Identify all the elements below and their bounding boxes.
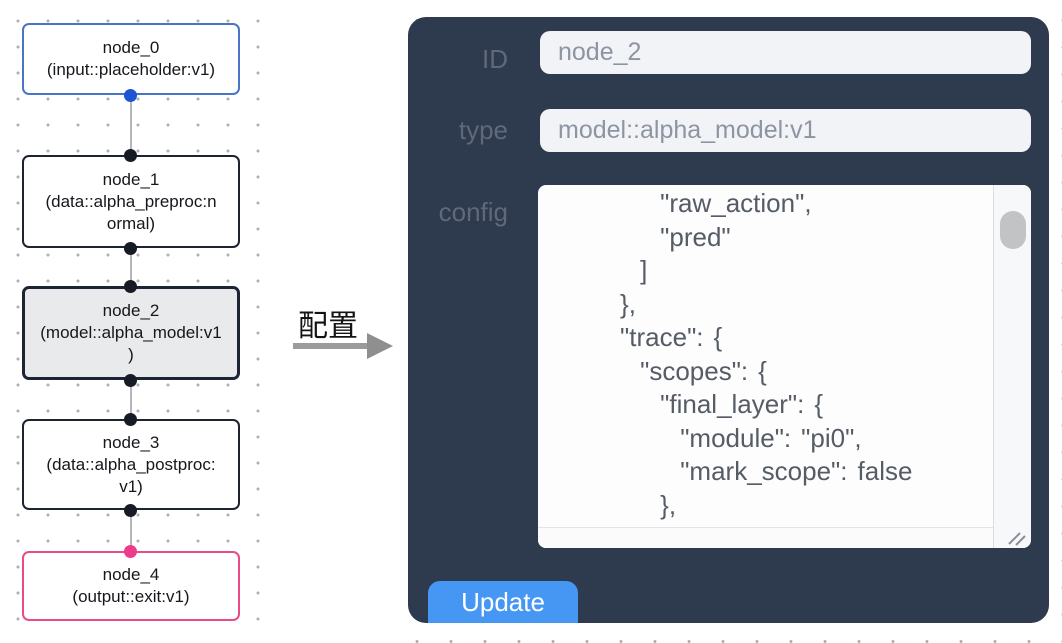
flow-node-node_1[interactable]: node_1 (data::alpha_preproc:n ormal) bbox=[22, 155, 240, 248]
flow-canvas[interactable]: node_0 (input::placeholder:v1) node_1 (d… bbox=[0, 0, 282, 643]
flow-node-node_3[interactable]: node_3 (data::alpha_postproc: v1) bbox=[22, 419, 240, 510]
node-type-line: v1) bbox=[119, 476, 143, 496]
edge-node2-node3 bbox=[130, 380, 132, 419]
node-type-line: ) bbox=[128, 345, 134, 364]
node-config-panel: ID type config "raw_action", "pred" ] },… bbox=[408, 17, 1049, 623]
flow-node-node_2-selected[interactable]: node_2 (model::alpha_model:v1 ) bbox=[22, 286, 240, 380]
scrollbar-thumb[interactable] bbox=[1000, 211, 1026, 249]
vertical-scrollbar[interactable] bbox=[993, 185, 1031, 548]
node-type-line: ormal) bbox=[106, 213, 156, 233]
config-json-text[interactable]: "raw_action", "pred" ] }, "trace": { "sc… bbox=[620, 188, 913, 548]
flow-node-node_0[interactable]: node_0 (input::placeholder:v1) bbox=[22, 23, 240, 95]
id-field-label: ID bbox=[482, 44, 508, 74]
node-title: node_2 bbox=[102, 301, 160, 320]
edge-node0-node1 bbox=[130, 95, 132, 155]
node-type-line: (data::alpha_preproc:n bbox=[45, 191, 217, 211]
right-arrow-icon bbox=[293, 333, 393, 359]
panel-canvas: ID type config "raw_action", "pred" ] },… bbox=[386, 0, 1062, 643]
config-field-label: config bbox=[438, 197, 508, 227]
handle-source-node_1[interactable] bbox=[124, 242, 137, 255]
handle-source-node_0[interactable] bbox=[124, 89, 137, 102]
node-type-line: (input::placeholder:v1) bbox=[46, 60, 216, 79]
handle-target-node_1[interactable] bbox=[124, 149, 137, 162]
handle-source-node_3[interactable] bbox=[124, 504, 137, 517]
node-title: node_4 bbox=[102, 565, 160, 584]
update-button[interactable]: Update bbox=[428, 581, 578, 623]
node-title: node_3 bbox=[102, 432, 160, 452]
node-type-line: (data::alpha_postproc: bbox=[46, 454, 216, 474]
edge-node1-node2 bbox=[130, 248, 132, 286]
handle-target-node_3[interactable] bbox=[124, 413, 137, 426]
horizontal-scrollbar[interactable] bbox=[538, 527, 993, 548]
resize-handle-icon[interactable] bbox=[1005, 528, 1027, 546]
node-title: node_0 bbox=[102, 38, 160, 57]
id-input[interactable] bbox=[540, 31, 1031, 74]
type-field-label: type bbox=[458, 115, 508, 145]
node-type-line: (output::exit:v1) bbox=[72, 587, 190, 606]
handle-source-node_2[interactable] bbox=[124, 374, 137, 387]
edge-node3-node4 bbox=[130, 510, 132, 551]
flow-node-node_4[interactable]: node_4 (output::exit:v1) bbox=[22, 551, 240, 621]
config-annotation-label: 配置 bbox=[298, 310, 358, 343]
type-input[interactable] bbox=[540, 109, 1031, 152]
node-title: node_1 bbox=[102, 169, 160, 189]
handle-target-node_4[interactable] bbox=[124, 545, 137, 558]
node-type-line: (model::alpha_model:v1 bbox=[40, 323, 222, 342]
config-textarea[interactable]: "raw_action", "pred" ] }, "trace": { "sc… bbox=[538, 185, 1031, 548]
handle-target-node_2[interactable] bbox=[124, 280, 137, 293]
